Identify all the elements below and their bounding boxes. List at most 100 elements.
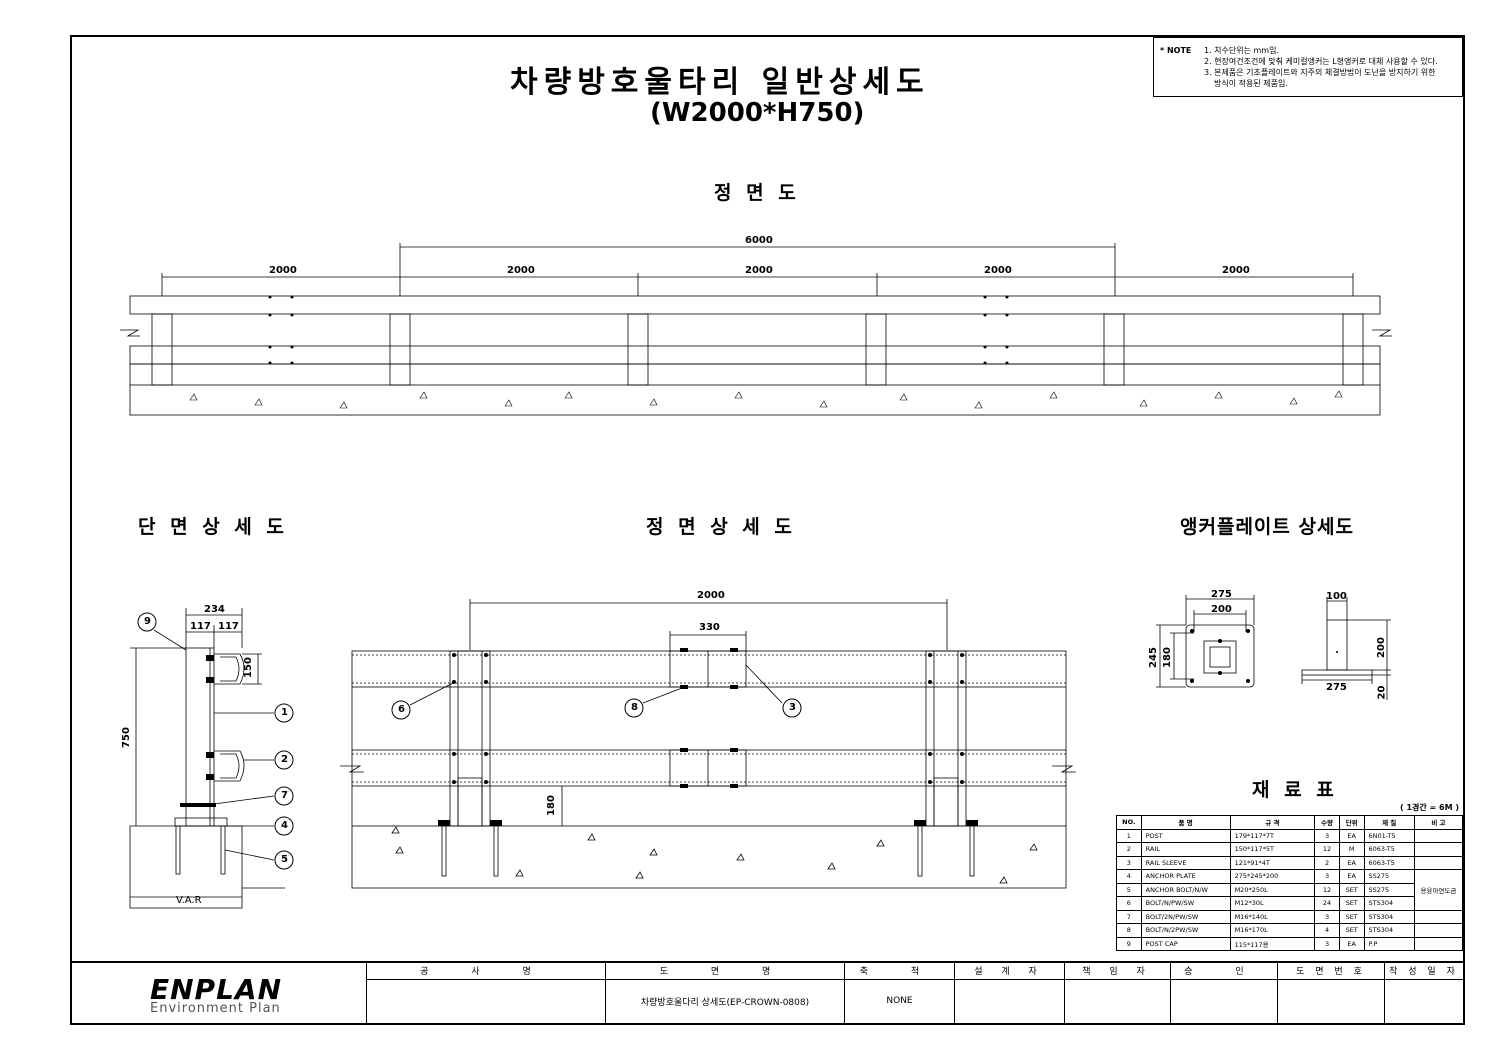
cell: 6N01-T5 <box>1363 828 1415 843</box>
dim-20: 20 <box>1376 685 1388 700</box>
cell: M16*140L <box>1229 909 1316 924</box>
cell: 9 <box>1116 936 1142 951</box>
base-label: V.A.R <box>176 895 202 906</box>
note-item: 2. 현장여건조건에 맞춰 케미컬앵커는 L형앵커로 대체 사용할 수 있다. <box>1204 57 1438 66</box>
cell: EA <box>1338 936 1365 951</box>
callout-5: 5 <box>281 854 288 865</box>
cell: 7 <box>1116 909 1142 924</box>
cell: 150*117*5T <box>1229 842 1316 857</box>
front-detail-title: 정 면 상 세 도 <box>646 516 796 538</box>
callout-9: 9 <box>144 616 151 627</box>
table-header: 재 질 <box>1363 815 1415 830</box>
dim-330: 330 <box>699 622 720 633</box>
drawing-name: 차량방호울다리 상세도(EP-CROWN-0808) <box>605 979 845 1023</box>
cell: EA <box>1338 855 1365 870</box>
cell: M20*250L <box>1229 882 1316 897</box>
cell: 179*117*7T <box>1229 828 1316 843</box>
drawing-number-cell <box>1277 979 1385 1023</box>
cell: 12 <box>1314 842 1340 857</box>
tb-header: 설 계 자 <box>954 963 1065 980</box>
cell: 5 <box>1116 882 1142 897</box>
cell: EA <box>1338 869 1365 884</box>
cell: 3 <box>1116 855 1142 870</box>
dim-span: 2000 <box>269 265 297 276</box>
cell: 6 <box>1116 896 1142 911</box>
front-view-title: 정 면 도 <box>714 182 800 204</box>
cell: 2 <box>1314 855 1340 870</box>
cell: 24 <box>1314 896 1340 911</box>
table-header: 수량 <box>1314 815 1340 830</box>
dim-117a: 117 <box>190 621 211 632</box>
cell: BOLT/2N/PW/SW <box>1140 909 1231 924</box>
dim-180-anchor: 180 <box>1161 647 1173 668</box>
callout-2: 2 <box>281 754 288 765</box>
remark-cell: 용융아연도금 <box>1413 869 1464 911</box>
tb-header: 도 면 번 호 <box>1277 963 1385 980</box>
cell <box>1413 828 1464 843</box>
callout-7: 7 <box>281 790 288 801</box>
note-item: 3. 본제품은 기초플레이트와 지주의 체결방법이 도난을 방지하기 위한 <box>1204 68 1436 77</box>
cell: 121*91*4T <box>1229 855 1316 870</box>
table-row: 2 RAIL 150*117*5T 12 M 6063-T5 <box>1116 842 1464 857</box>
cell: 2 <box>1116 842 1142 857</box>
date-cell <box>1385 979 1464 1023</box>
cell: EA <box>1338 828 1365 843</box>
cell <box>1413 923 1464 938</box>
table-row: 6 BOLT/N/PW/SW M12*30L 24 SET STS304 <box>1116 896 1463 911</box>
cell: 6063-T5 <box>1363 842 1415 857</box>
dim-245: 245 <box>1147 647 1159 668</box>
dim-234: 234 <box>204 604 225 615</box>
logo-cell: ENPLAN Environment Plan <box>72 963 367 1023</box>
callout-4: 4 <box>281 820 288 831</box>
callout-1: 1 <box>281 707 288 718</box>
cell: ANCHOR BOLT/N/W <box>1140 882 1231 897</box>
dim-span: 2000 <box>1222 265 1250 276</box>
table-row: 8 BOLT/N/2PW/SW M16*170L 4 SET STS304 <box>1116 923 1464 938</box>
title-block-table: 공 사 명 도 면 명 축 척 설 계 자 책 임 자 승 인 도 면 번 호 … <box>366 963 1463 1023</box>
cell: SS275 <box>1363 882 1415 897</box>
dim-span: 2000 <box>745 265 773 276</box>
table-header-row: NO. 품 명 규 격 수량 단위 재 질 비 고 <box>1116 815 1464 830</box>
cell: SET <box>1338 923 1365 938</box>
drawing-title: 차량방호울타리 일반상세도 <box>510 65 930 100</box>
cell: SET <box>1338 896 1365 911</box>
notes-box: * NOTE 1. 치수단위는 mm임. 2. 현장여건조건에 맞춰 케미컬앵커… <box>1153 37 1463 97</box>
cell <box>1413 855 1464 870</box>
cell: STS304 <box>1363 896 1415 911</box>
table-header: 규 격 <box>1229 815 1316 830</box>
cell: M16*170L <box>1229 923 1316 938</box>
approval-cell <box>1170 979 1278 1023</box>
table-row: 9 POST CAP 115*117용 3 EA P.P <box>1116 936 1464 951</box>
cell: M <box>1338 842 1365 857</box>
cell: SET <box>1338 882 1365 897</box>
anchor-detail-title: 앵커플레이트 상세도 <box>1180 516 1354 538</box>
tb-header: 축 척 <box>844 963 955 980</box>
cell: P.P <box>1363 936 1415 951</box>
note-item: 방식이 적용된 제품임. <box>1214 79 1288 88</box>
scale-value: NONE <box>844 979 955 1023</box>
dim-span: 2000 <box>984 265 1012 276</box>
notes-prefix: * NOTE <box>1160 46 1192 55</box>
materials-title: 재 료 표 <box>1252 779 1338 801</box>
manager-cell <box>1064 979 1171 1023</box>
cell: STS304 <box>1363 923 1415 938</box>
cell: 12 <box>1314 882 1340 897</box>
materials-table: NO. 품 명 규 격 수량 단위 재 질 비 고 1 POST 179*117… <box>1116 815 1464 951</box>
tb-header: 작 성 일 자 <box>1384 963 1463 980</box>
drawing-subtitle: (W2000*H750) <box>650 98 865 128</box>
cell <box>1413 936 1464 951</box>
cell: 3 <box>1314 936 1340 951</box>
tb-header: 책 임 자 <box>1064 963 1171 980</box>
cell <box>1413 909 1464 924</box>
title-block <box>70 961 1465 1025</box>
cell: 4 <box>1314 923 1340 938</box>
tb-header: 공 사 명 <box>366 963 606 980</box>
dim-6000: 6000 <box>745 235 773 246</box>
tb-header: 승 인 <box>1170 963 1278 980</box>
cell: RAIL <box>1140 842 1231 857</box>
dim-275-top: 275 <box>1211 589 1232 600</box>
cell: BOLT/N/PW/SW <box>1140 896 1231 911</box>
cell: SS275 <box>1363 869 1415 884</box>
